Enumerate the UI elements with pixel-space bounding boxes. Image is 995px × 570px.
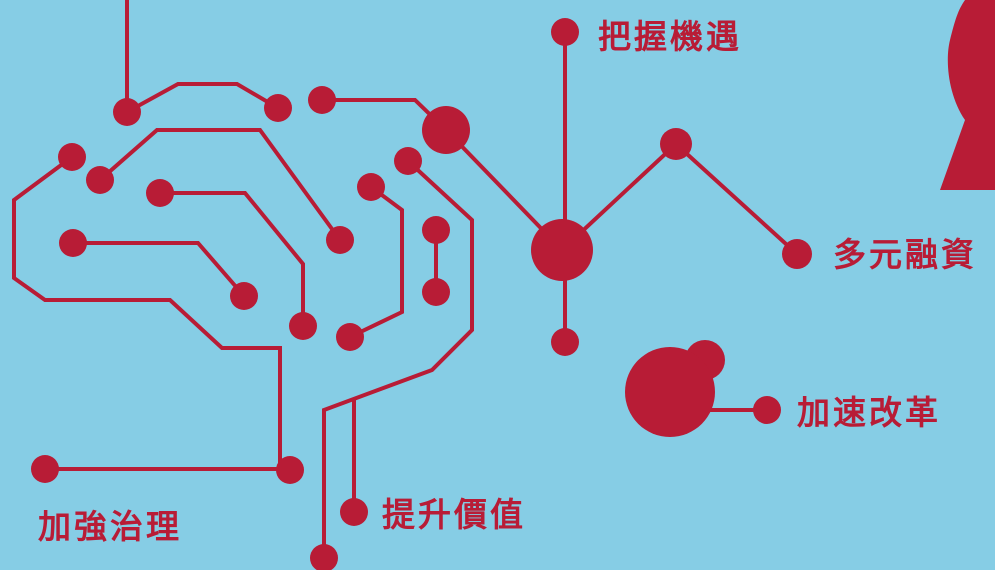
circuit-node <box>113 98 141 126</box>
label-accelerate-reform: 加速改革 <box>797 393 941 432</box>
circuit-node <box>326 226 354 254</box>
circuit-node <box>310 544 338 570</box>
circuit-node <box>230 282 258 310</box>
circuit-line <box>126 82 280 114</box>
label-diversified-financing: 多元融資 <box>833 235 977 274</box>
circuit-node <box>58 143 86 171</box>
circuit-line <box>322 159 474 560</box>
circuit-node <box>31 455 59 483</box>
circuit-line <box>160 191 305 326</box>
circuit-node <box>782 239 812 269</box>
circuit-node <box>146 179 174 207</box>
circuit-node <box>308 86 336 114</box>
circuit-node <box>551 18 579 46</box>
circuit-line <box>73 241 246 298</box>
circuit-node <box>753 396 781 424</box>
label-enhance-value: 提升價值 <box>382 495 526 534</box>
speech-bubble-shape <box>940 0 995 190</box>
circuit-hub-center <box>531 219 593 281</box>
circuit-node <box>276 456 304 484</box>
label-seize-opportunity: 把握機遇 <box>598 17 742 56</box>
circuit-line <box>349 185 404 339</box>
circuit-node <box>289 312 317 340</box>
label-strengthen-governance: 加強治理 <box>38 507 182 546</box>
circuit-node <box>264 94 292 122</box>
bubble-node-large <box>625 347 715 437</box>
circuit-node-large <box>422 106 470 154</box>
circuit-node <box>660 128 692 160</box>
circuit-line <box>12 155 282 470</box>
circuit-node <box>551 328 579 356</box>
circuit-node <box>336 323 364 351</box>
circuit-node <box>422 216 450 244</box>
circuit-node <box>394 147 422 175</box>
circuit-node <box>59 229 87 257</box>
circuit-node <box>357 173 385 201</box>
circuit-node <box>86 166 114 194</box>
circuit-node <box>340 498 368 526</box>
circuit-line <box>98 128 342 242</box>
circuit-line <box>560 141 799 256</box>
circuit-node <box>422 278 450 306</box>
